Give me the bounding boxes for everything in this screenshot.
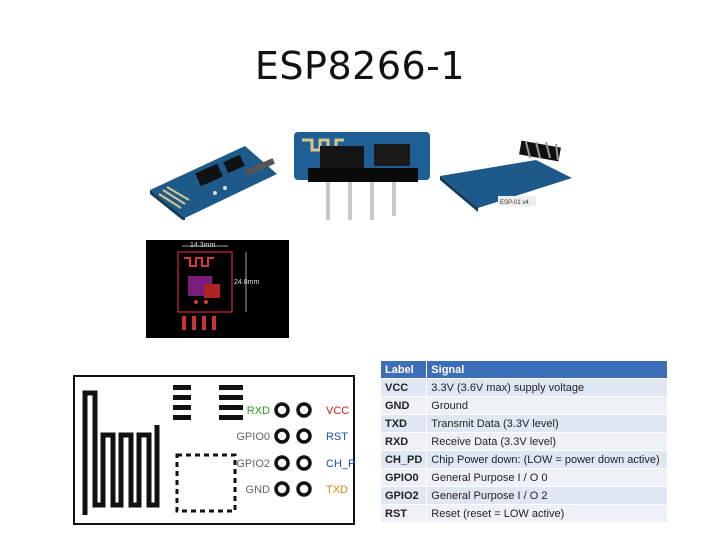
pin-label-ch-pd: CH_PD: [326, 458, 355, 470]
row-signal: 3.3V (3.6V max) supply voltage: [426, 378, 669, 397]
pcb-layout-diagram: 14.3mm 24.8mm: [146, 240, 289, 338]
pin-label-rxd: RXD: [247, 405, 270, 417]
row-signal: Reset (reset = LOW active): [426, 504, 669, 523]
table-header-signal: Signal: [426, 360, 669, 379]
module-photo-front: [294, 132, 430, 220]
pinout-diagram: RXD GPIO0 GPIO2 GND VCC RST CH_PD TXD: [73, 375, 355, 525]
row-signal: Chip Power down: (LOW = power down activ…: [426, 450, 669, 469]
module-label-text: ESP-01 v4: [500, 200, 529, 206]
row-label: RST: [379, 504, 428, 523]
row-label: GND: [379, 396, 428, 415]
row-label: VCC: [379, 378, 428, 397]
table-header-label: Label: [379, 360, 428, 379]
row-signal: Ground: [426, 396, 669, 415]
row-label: GPIO0: [379, 468, 428, 487]
pin-label-rst: RST: [326, 431, 348, 443]
pin-label-gpio0: GPIO0: [236, 431, 270, 443]
row-signal: Transmit Data (3.3V level): [426, 414, 669, 433]
row-signal: Receive Data (3.3V level): [426, 432, 669, 451]
pcb-width-label: 14.3mm: [190, 242, 215, 249]
slide-title: ESP8266-1: [254, 44, 466, 88]
module-photo-angled: [150, 146, 277, 220]
row-label: CH_PD: [379, 450, 428, 469]
module-photo-side: ESP-01 v4: [440, 140, 572, 212]
row-label: RXD: [379, 432, 428, 451]
row-signal: General Purpose I / O 0: [426, 468, 669, 487]
pin-label-gpio2: GPIO2: [236, 458, 270, 470]
pcb-height-label: 24.8mm: [234, 279, 259, 286]
pin-label-txd: TXD: [326, 484, 348, 496]
row-label: TXD: [379, 414, 428, 433]
row-label: GPIO2: [379, 486, 428, 505]
row-signal: General Purpose I / O 2: [426, 486, 669, 505]
antenna-trace: [82, 390, 160, 515]
table-header-row: Label Signal: [379, 360, 669, 379]
pin-label-gnd: GND: [246, 484, 271, 496]
chip-outline: [175, 453, 237, 513]
pin-label-vcc: VCC: [326, 405, 349, 417]
